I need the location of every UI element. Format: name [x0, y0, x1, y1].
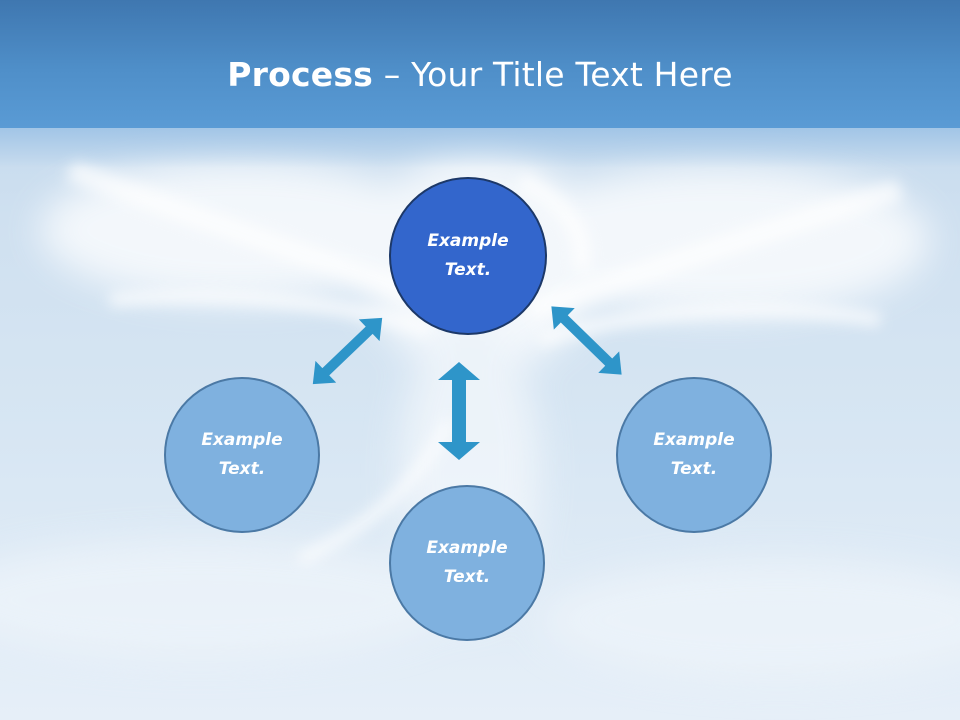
- slide-title: Process – Your Title Text Here: [0, 52, 960, 98]
- node-right-line2: Text.: [670, 459, 718, 479]
- node-bottom-circle: Example Text.: [389, 485, 545, 641]
- node-top-text: Example Text.: [408, 227, 528, 285]
- arrow-right-double-icon: [551, 306, 622, 375]
- title-bold: Process: [227, 55, 374, 94]
- node-top-line1: Example: [427, 231, 509, 251]
- node-top-circle: Example Text.: [389, 177, 547, 335]
- title-rest: – Your Title Text Here: [373, 55, 733, 94]
- node-left-line2: Text.: [218, 459, 266, 479]
- node-right-circle: Example Text.: [616, 377, 772, 533]
- node-bottom-line1: Example: [426, 538, 508, 558]
- node-bottom-line2: Text.: [443, 567, 491, 587]
- arrow-center-double-icon: [438, 362, 480, 460]
- node-right-text: Example Text.: [634, 426, 754, 484]
- title-band: [0, 0, 960, 168]
- node-right-line1: Example: [653, 430, 735, 450]
- node-bottom-text: Example Text.: [407, 534, 527, 592]
- node-left-text: Example Text.: [182, 426, 302, 484]
- node-top-line2: Text.: [444, 260, 492, 280]
- arrow-left-double-icon: [312, 317, 383, 385]
- node-left-line1: Example: [201, 430, 283, 450]
- node-left-circle: Example Text.: [164, 377, 320, 533]
